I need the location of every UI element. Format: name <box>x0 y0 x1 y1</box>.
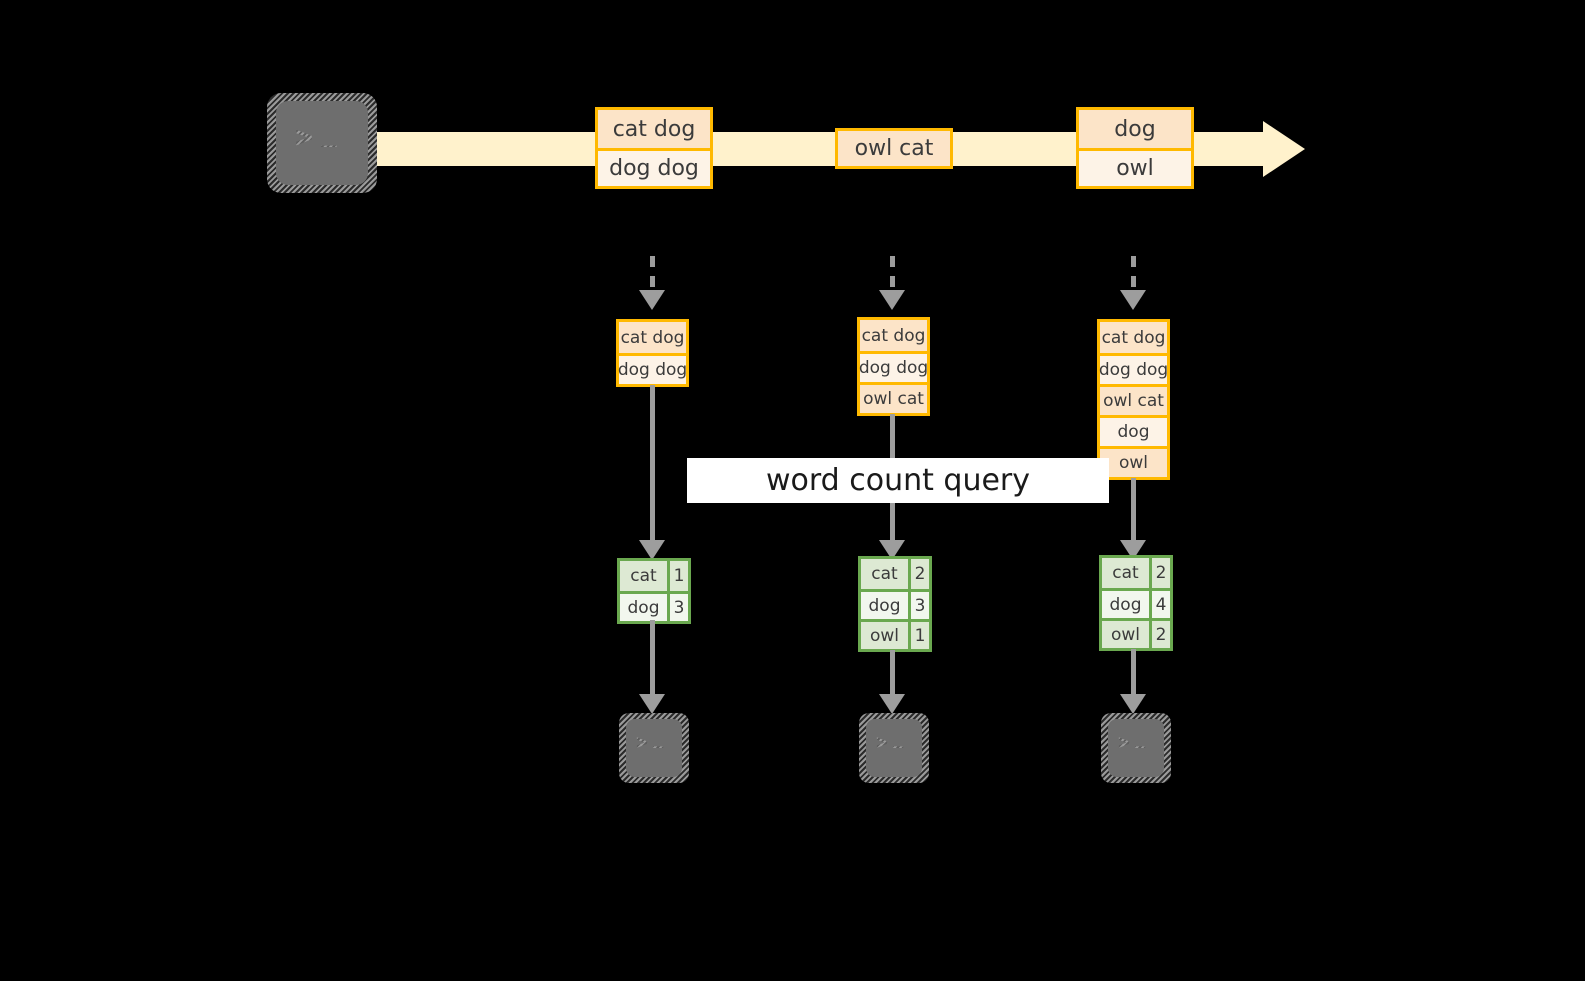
log-row: dog dog <box>1099 353 1168 384</box>
trigger-1-dashed-line <box>650 256 655 292</box>
terminal-body <box>626 719 682 777</box>
terminal-prompt-glyph: > <box>1118 730 1131 754</box>
sink-terminal-1-icon[interactable]: > _ <box>619 713 689 783</box>
result-count: 1 <box>667 561 688 591</box>
log-row: dog <box>1100 415 1167 446</box>
trigger-1-arrowhead <box>639 290 665 310</box>
result-word: dog <box>1102 591 1149 618</box>
terminal-prompt-glyph: > <box>876 730 889 754</box>
table-row: dog 4 <box>1102 588 1170 618</box>
terminal-cursor-glyph: _ <box>653 729 664 749</box>
query-arrow-1-arrowhead <box>639 540 665 560</box>
result-count: 1 <box>908 622 929 649</box>
result-table-1[interactable]: cat 1 dog 3 <box>617 558 691 624</box>
table-row: cat 1 <box>620 561 688 591</box>
sink-arrow-1-line <box>650 620 655 698</box>
log-stack-1[interactable]: cat dog dog dog <box>616 319 689 387</box>
stream-message-line: owl cat <box>838 131 950 166</box>
log-row: owl <box>1100 446 1167 477</box>
sink-terminal-3-icon[interactable]: > _ <box>1101 713 1171 783</box>
trigger-2-dashed-line <box>890 256 895 292</box>
sink-arrow-2-arrowhead <box>879 694 905 714</box>
terminal-cursor-glyph: _ <box>321 119 338 149</box>
query-arrow-2-arrowhead <box>879 540 905 560</box>
table-row: cat 2 <box>1102 558 1170 588</box>
result-word: cat <box>861 559 908 589</box>
terminal-body <box>866 719 922 777</box>
trigger-3-arrowhead <box>1120 290 1146 310</box>
result-word: owl <box>1102 621 1149 648</box>
result-count: 2 <box>1149 621 1170 648</box>
stream-message-1[interactable]: cat dog dog dog <box>595 107 713 189</box>
log-row: dog dog <box>859 351 928 382</box>
table-row: dog 3 <box>861 589 929 619</box>
trigger-2-arrowhead <box>879 290 905 310</box>
result-count: 2 <box>908 559 929 589</box>
query-label-text: word count query <box>765 463 1031 498</box>
result-table-3[interactable]: cat 2 dog 4 owl 2 <box>1099 555 1173 651</box>
result-count: 3 <box>667 594 688 621</box>
table-row: cat 2 <box>861 559 929 589</box>
stream-message-line: owl <box>1079 148 1191 186</box>
terminal-body <box>276 101 368 185</box>
log-row: cat dog <box>619 322 686 353</box>
query-arrow-3-line <box>1131 478 1136 545</box>
sink-arrow-3-arrowhead <box>1120 694 1146 714</box>
sink-arrow-2-line <box>890 650 895 698</box>
sink-terminal-2-icon[interactable]: > _ <box>859 713 929 783</box>
log-row: cat dog <box>860 320 927 351</box>
result-word: dog <box>861 592 908 619</box>
stream-message-2[interactable]: owl cat <box>835 128 953 169</box>
result-word: dog <box>620 594 667 621</box>
stream-arrowhead <box>1263 121 1305 177</box>
terminal-prompt-glyph: > <box>295 120 314 155</box>
log-row: dog dog <box>618 353 687 384</box>
stream-message-line: dog <box>1079 110 1191 148</box>
terminal-cursor-glyph: _ <box>893 729 904 749</box>
log-row: cat dog <box>1100 322 1167 353</box>
source-terminal-icon[interactable]: > _ <box>267 93 377 193</box>
log-row: owl cat <box>860 382 927 413</box>
terminal-prompt-glyph: > <box>636 730 649 754</box>
result-word: owl <box>861 622 908 649</box>
result-count: 2 <box>1149 558 1170 588</box>
result-word: cat <box>1102 558 1149 588</box>
trigger-3-dashed-line <box>1131 256 1136 292</box>
log-stack-2[interactable]: cat dog dog dog owl cat <box>857 317 930 416</box>
terminal-body <box>1108 719 1164 777</box>
table-row: owl 1 <box>861 619 929 649</box>
result-count: 4 <box>1149 591 1170 618</box>
log-stack-3[interactable]: cat dog dog dog owl cat dog owl <box>1097 319 1170 480</box>
stream-message-3[interactable]: dog owl <box>1076 107 1194 189</box>
query-label-banner: word count query <box>687 458 1109 503</box>
query-arrow-1-line <box>650 385 655 545</box>
sink-arrow-3-line <box>1131 649 1136 698</box>
sink-arrow-1-arrowhead <box>639 694 665 714</box>
stream-message-line: dog dog <box>598 148 710 186</box>
table-row: dog 3 <box>620 591 688 621</box>
result-word: cat <box>620 561 667 591</box>
terminal-cursor-glyph: _ <box>1135 729 1146 749</box>
table-row: owl 2 <box>1102 618 1170 648</box>
result-count: 3 <box>908 592 929 619</box>
stream-message-line: cat dog <box>598 110 710 148</box>
log-row: owl cat <box>1100 384 1167 415</box>
result-table-2[interactable]: cat 2 dog 3 owl 1 <box>858 556 932 652</box>
